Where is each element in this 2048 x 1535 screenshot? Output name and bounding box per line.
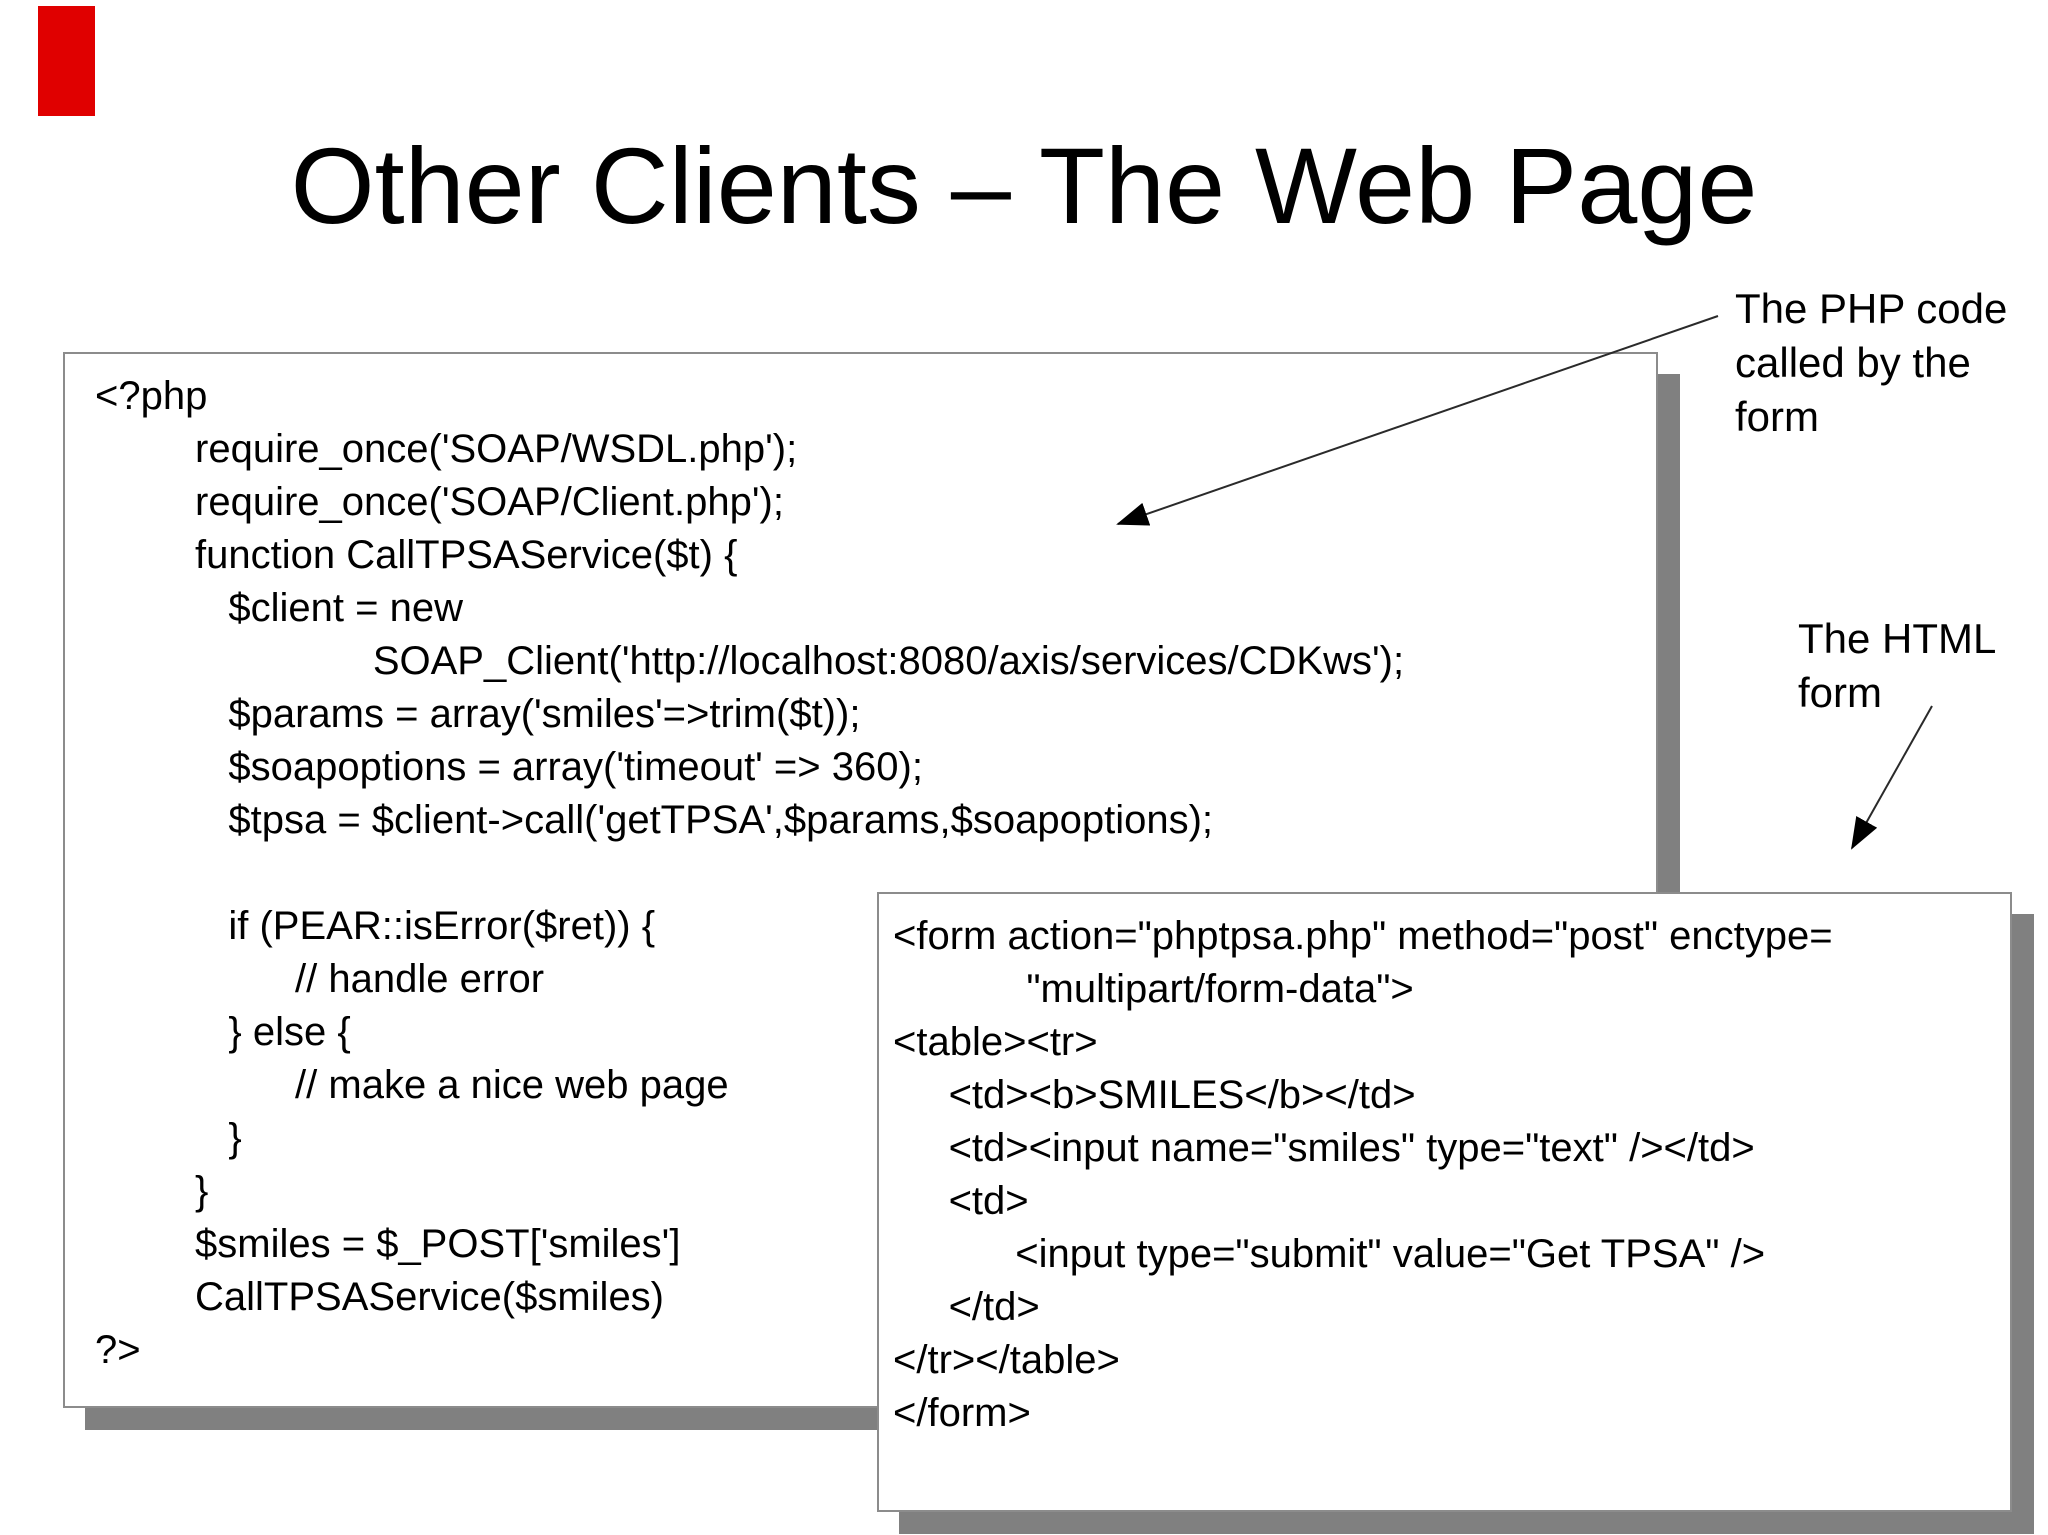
- code-line: </form>: [893, 1391, 1031, 1435]
- code-line: if (PEAR::isError($ret)) {: [95, 904, 656, 948]
- code-line: }: [95, 1116, 242, 1160]
- code-line: ?>: [95, 1328, 141, 1372]
- code-line: <td><b>SMILES</b></td>: [893, 1073, 1416, 1117]
- code-line: $params = array('smiles'=>trim($t));: [95, 692, 861, 736]
- code-line: <table><tr>: [893, 1020, 1098, 1064]
- php-code-callout-label: The PHP code called by the form: [1735, 285, 2008, 440]
- code-line: $soapoptions = array('timeout' => 360);: [95, 745, 923, 789]
- code-line: }: [95, 1169, 209, 1213]
- red-accent-bar: [38, 6, 95, 116]
- code-line: $tpsa = $client->call('getTPSA',$params,…: [95, 798, 1214, 842]
- code-line: require_once('SOAP/WSDL.php');: [95, 427, 798, 471]
- code-line: require_once('SOAP/Client.php');: [95, 480, 784, 524]
- code-line: CallTPSAService($smiles): [95, 1275, 665, 1319]
- code-line: SOAP_Client('http://localhost:8080/axis/…: [95, 639, 1405, 683]
- code-line: } else {: [95, 1010, 351, 1054]
- code-line: <?php: [95, 374, 208, 418]
- code-line: <td><input name="smiles" type="text" /><…: [893, 1126, 1755, 1170]
- code-line: </tr></table>: [893, 1338, 1120, 1382]
- html-form-code-box: <form action="phptpsa.php" method="post"…: [877, 892, 2012, 1512]
- code-line: // handle error: [95, 957, 545, 1001]
- html-form-callout-label: The HTML form: [1798, 615, 1997, 716]
- code-line: <input type="submit" value="Get TPSA" />: [893, 1232, 1766, 1276]
- code-line: $smiles = $_POST['smiles']: [95, 1222, 681, 1266]
- php-code-box: <?php require_once('SOAP/WSDL.php'); req…: [63, 352, 1658, 1408]
- html-form-arrow: [1851, 705, 1933, 850]
- slide-title: Other Clients – The Web Page: [290, 125, 1758, 246]
- code-line: <form action="phptpsa.php" method="post"…: [893, 914, 1833, 958]
- code-line: // make a nice web page: [95, 1063, 729, 1107]
- code-line: $client = new: [95, 586, 463, 630]
- code-line: function CallTPSAService($t) {: [95, 533, 738, 577]
- code-line: <td>: [893, 1179, 1029, 1223]
- code-line: "multipart/form-data">: [893, 967, 1414, 1011]
- code-line: </td>: [893, 1285, 1040, 1329]
